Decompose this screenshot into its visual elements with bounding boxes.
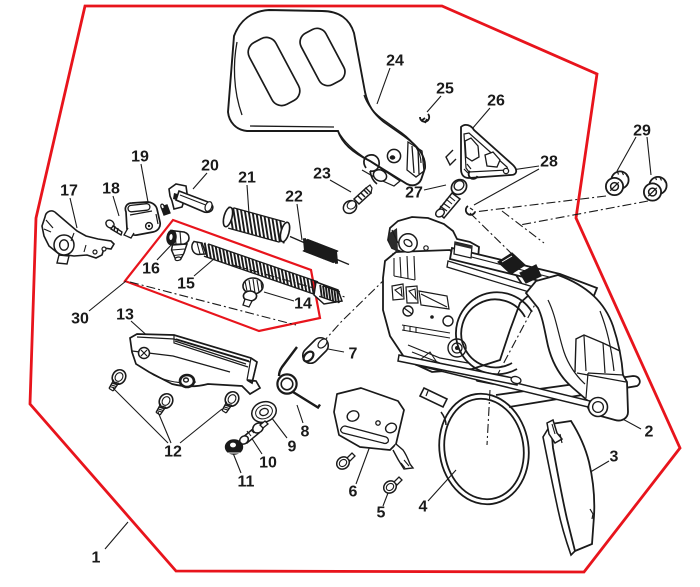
svg-text:16: 16: [142, 261, 160, 278]
svg-text:23: 23: [313, 166, 331, 183]
svg-text:13: 13: [116, 307, 134, 324]
svg-text:21: 21: [238, 170, 256, 187]
svg-text:19: 19: [131, 149, 149, 166]
svg-text:28: 28: [540, 154, 558, 171]
svg-text:4: 4: [419, 499, 428, 516]
svg-text:3: 3: [610, 449, 619, 466]
svg-text:1: 1: [92, 550, 101, 567]
svg-text:27: 27: [405, 185, 423, 202]
svg-text:10: 10: [259, 455, 277, 472]
svg-text:20: 20: [201, 158, 219, 175]
svg-text:9: 9: [288, 439, 297, 456]
svg-text:11: 11: [238, 474, 255, 491]
svg-text:22: 22: [285, 189, 303, 206]
svg-text:5: 5: [377, 505, 386, 522]
svg-text:15: 15: [177, 276, 195, 293]
svg-text:8: 8: [301, 424, 310, 441]
svg-text:25: 25: [436, 81, 454, 98]
svg-text:29: 29: [633, 123, 651, 140]
svg-text:18: 18: [102, 181, 120, 198]
svg-text:24: 24: [386, 53, 404, 70]
svg-text:2: 2: [645, 424, 654, 441]
svg-text:17: 17: [60, 183, 78, 200]
svg-text:6: 6: [349, 484, 358, 501]
svg-text:7: 7: [349, 346, 358, 363]
svg-text:12: 12: [164, 444, 182, 461]
svg-text:26: 26: [487, 93, 505, 110]
svg-text:14: 14: [294, 296, 312, 313]
svg-text:30: 30: [71, 311, 89, 328]
